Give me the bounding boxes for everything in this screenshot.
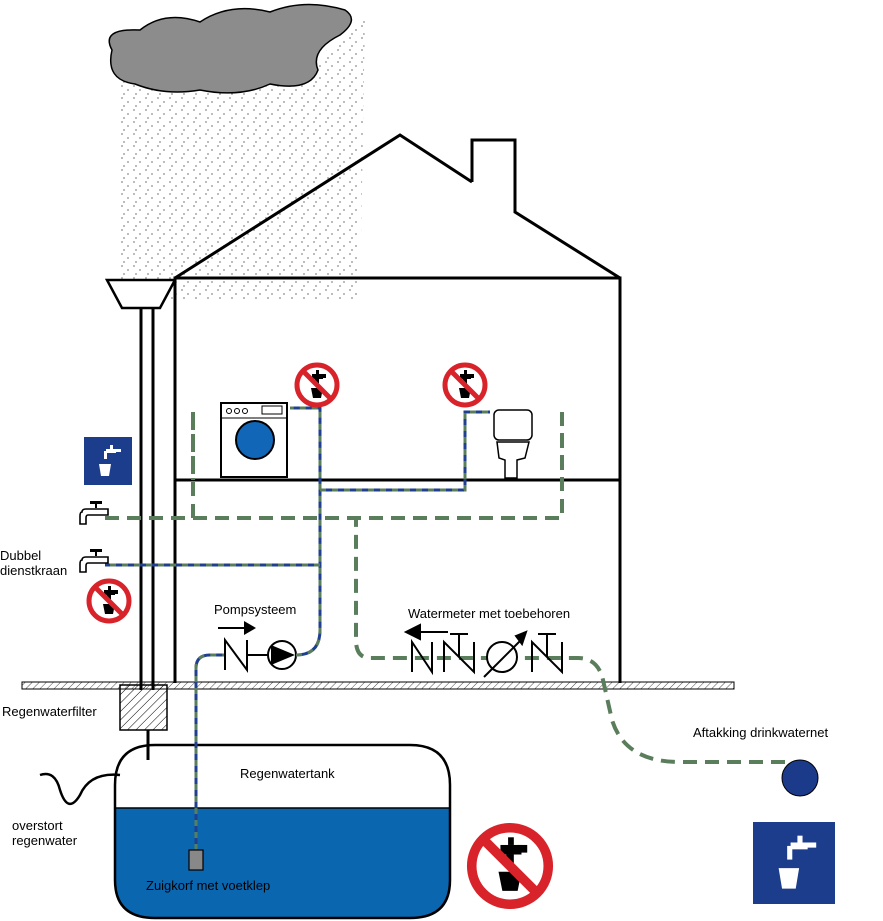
label-regenwater: regenwater	[12, 833, 78, 848]
no-drinking-water-icon-tap	[89, 581, 129, 621]
watermeter-assembly	[403, 623, 563, 678]
drinking-water-icon-network	[753, 822, 835, 904]
ground	[21, 681, 735, 690]
label-watermeter: Watermeter met toebehoren	[408, 606, 570, 621]
washing-machine-icon	[220, 402, 288, 478]
rainwater-tank	[113, 743, 452, 920]
label-overstort: overstort	[12, 818, 63, 833]
label-aftakking: Aftakking drinkwaternet	[693, 725, 829, 740]
no-drinking-water-icon	[297, 365, 337, 405]
label-pompsysteem: Pompsysteem	[214, 602, 296, 617]
no-drinking-water-icon-toilet	[445, 365, 485, 405]
house-outline	[173, 133, 622, 683]
label-regenwaterfilter: Regenwaterfilter	[2, 704, 97, 719]
drinking-water-pipe	[354, 518, 785, 764]
label-regenwatertank: Regenwatertank	[240, 766, 335, 781]
rainwater-filter	[119, 684, 168, 731]
tap-icon	[79, 500, 109, 525]
foot-valve-strainer	[188, 849, 204, 871]
no-drinking-water-icon-tank	[472, 828, 549, 905]
overflow-pipe	[39, 772, 121, 805]
drinking-water-connection	[781, 759, 819, 797]
pump-system	[218, 621, 297, 674]
drinking-water-icon	[84, 437, 132, 485]
rainwater-supply-pipe	[290, 406, 322, 657]
label-zuigkorf: Zuigkorf met voetklep	[146, 878, 270, 893]
gutter	[104, 278, 178, 310]
cloud-icon	[108, 3, 353, 94]
tap-icon-rainwater	[79, 548, 109, 573]
label-dubbel: Dubbel	[0, 548, 41, 563]
tank-water	[115, 808, 450, 918]
toilet-icon	[493, 409, 533, 479]
label-dienstkraan: dienstkraan	[0, 563, 67, 578]
